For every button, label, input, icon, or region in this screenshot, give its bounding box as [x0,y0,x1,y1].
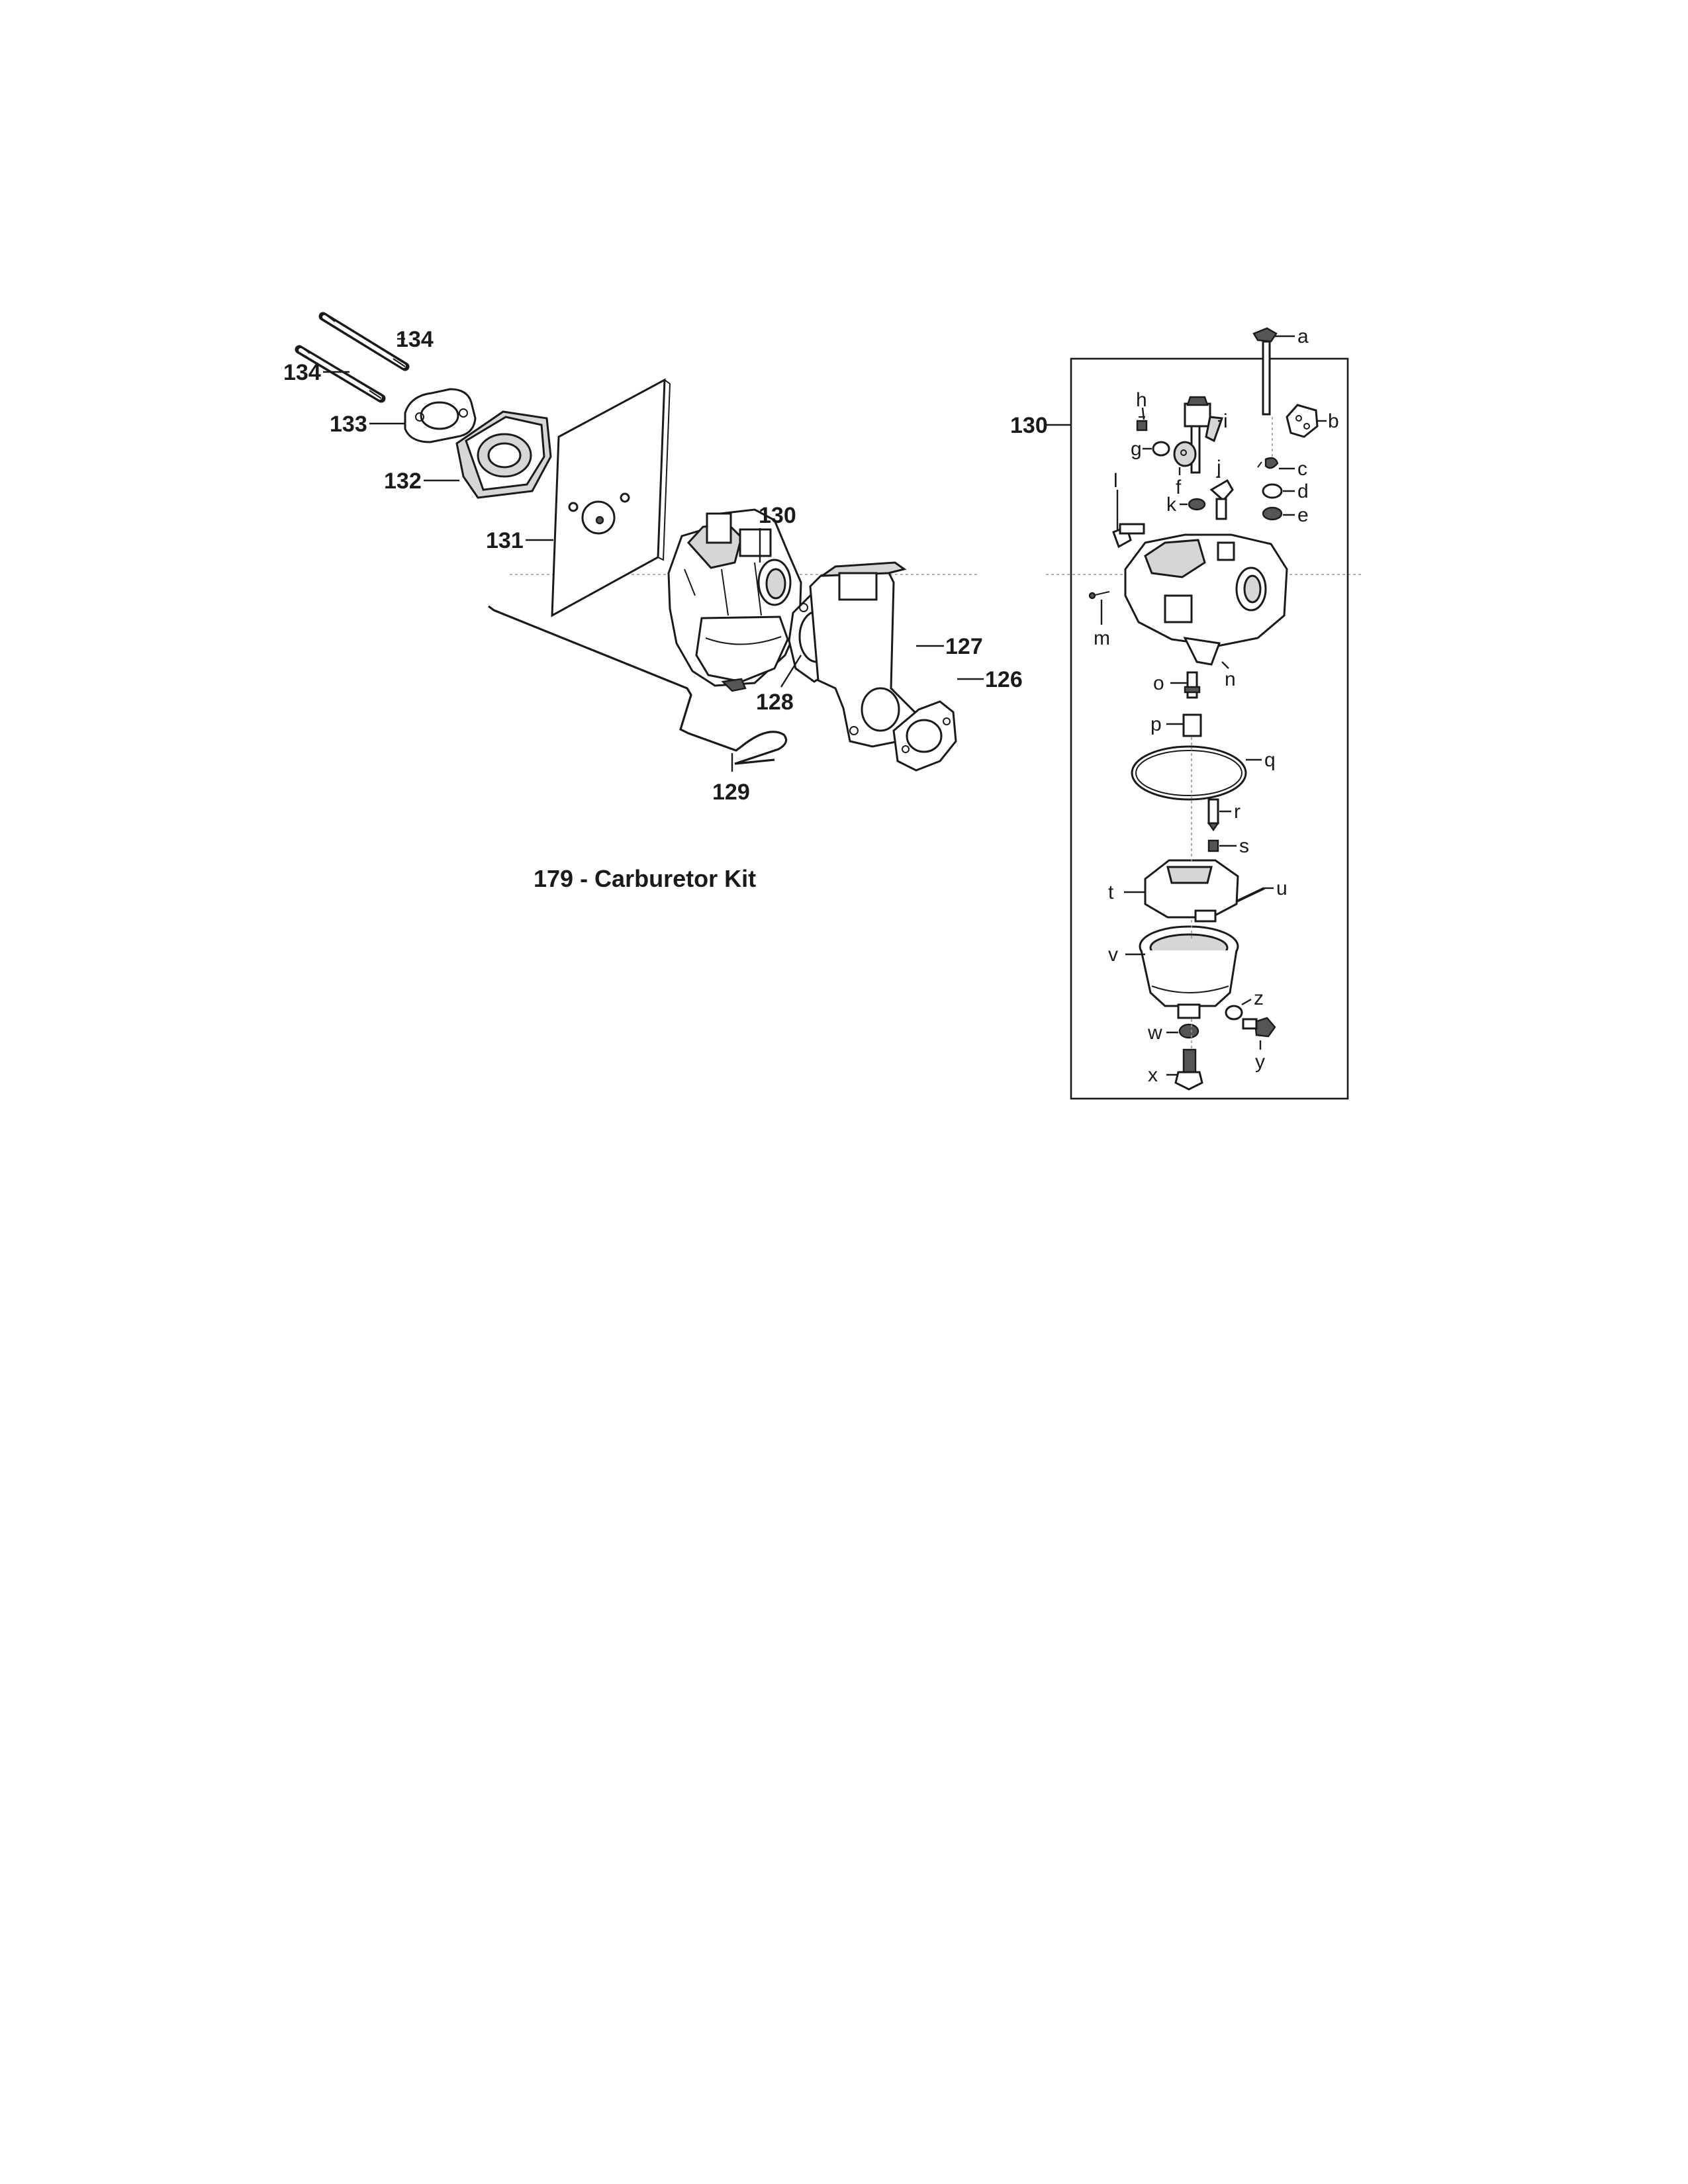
detail-label-f: f [1176,477,1182,498]
callout-127: 127 [945,634,983,659]
callout-133: 133 [330,412,367,437]
detail-label-x: x [1148,1064,1158,1086]
detail-label-l: l [1113,470,1118,492]
detail-part-w [1178,1023,1199,1039]
detail-label-g: g [1131,438,1142,460]
callout-129: 129 [712,780,750,805]
callout-134-lower: 134 [283,360,321,385]
detail-label-v: v [1108,944,1118,966]
detail-part-t [1144,859,1239,923]
detail-part-a [1252,327,1278,416]
part-132-spacer [455,410,552,499]
detail-label-i: i [1223,410,1228,432]
detail-label-a: a [1297,326,1309,347]
part-129-throttle-rod [488,605,788,765]
detail-label-c: c [1297,458,1307,480]
part-127-intake-adapter [809,561,919,748]
detail-label-p: p [1150,713,1162,735]
part-126-gasket [892,700,957,772]
detail-part-q [1131,745,1247,801]
detail-label-b: b [1328,410,1339,432]
detail-part-x [1174,1048,1203,1091]
detail-label-m: m [1094,627,1110,649]
detail-part-u [1236,887,1265,903]
detail-part-f [1173,441,1197,467]
main-exploded-view: 134 134 133 132 131 130 128 127 126 129 … [283,312,1023,892]
kit-caption: 179 - Carburetor Kit [534,865,756,892]
detail-part-g [1152,441,1170,457]
detail-label-q: q [1264,749,1276,771]
detail-label-w: w [1147,1022,1162,1044]
carburetor-detail-panel: 130 [1010,326,1349,1100]
detail-label-d: d [1297,480,1309,502]
detail-frame [1070,357,1349,1100]
detail-part-m [1088,591,1110,600]
detail-part-b [1286,404,1319,438]
detail-part-z [1225,1005,1243,1021]
part-133-gasket [404,388,477,443]
detail-label-y: y [1255,1051,1265,1073]
callout-130: 130 [759,503,796,528]
part-134-stud-lower [295,345,386,403]
detail-part-d [1262,483,1283,499]
detail-part-h [1136,416,1148,432]
detail-label-t: t [1108,882,1114,903]
detail-label-r: r [1234,801,1241,823]
detail-part-s [1207,839,1219,852]
detail-part-v [1139,925,1239,1019]
detail-part-k [1188,498,1206,511]
detail-label-k: k [1166,494,1177,516]
callout-132: 132 [384,469,422,494]
detail-part-l [1112,523,1145,549]
detail-part-n-body [1124,533,1288,666]
detail-label-u: u [1276,878,1288,899]
detail-part-y [1242,1017,1276,1038]
part-130-carburetor [667,508,802,692]
callout-126: 126 [985,667,1023,692]
detail-part-o [1184,671,1201,699]
detail-part-r [1207,798,1220,832]
detail-label-h: h [1136,389,1147,411]
detail-label-e: e [1297,504,1309,526]
detail-label-o: o [1153,672,1164,694]
callout-134-upper: 134 [396,327,434,352]
detail-label-z: z [1254,987,1264,1009]
detail-label-n: n [1225,668,1236,690]
callout-128: 128 [756,690,794,715]
detail-part-j [1209,478,1234,520]
detail-title-130: 130 [1010,413,1048,438]
part-131-shield-plate [551,378,671,617]
detail-part-e [1262,506,1283,521]
detail-part-c [1257,457,1279,469]
part-134-stud-upper [318,312,410,371]
detail-label-j: j [1216,457,1221,478]
detail-part-p [1182,713,1202,737]
callout-131: 131 [486,528,524,553]
detail-label-s: s [1239,835,1249,857]
